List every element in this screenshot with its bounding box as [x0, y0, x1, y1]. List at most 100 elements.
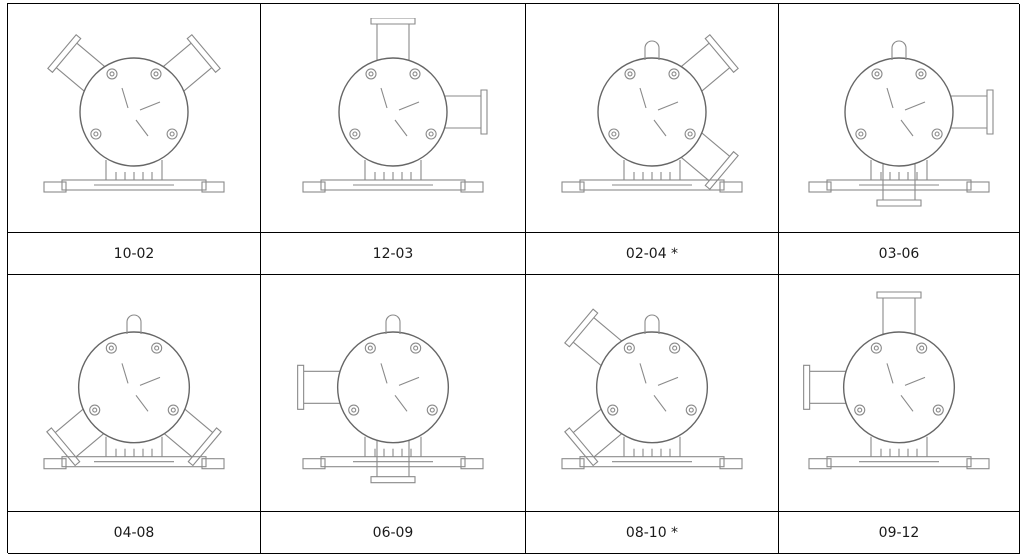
- foot-left: [302, 181, 326, 193]
- bolt: [106, 68, 118, 80]
- bolt: [410, 342, 422, 354]
- variant-label-cell: 04-08: [8, 512, 261, 554]
- variant-label-cell: 03-06: [779, 233, 1020, 275]
- bolt: [870, 342, 882, 354]
- pedestal: [870, 160, 928, 180]
- bolt-center: [919, 345, 925, 351]
- bolt: [166, 128, 178, 140]
- lifting-eye: [385, 313, 401, 334]
- pedestal: [623, 160, 681, 180]
- bolt: [668, 68, 680, 80]
- bolt-center: [169, 131, 175, 137]
- pump-drawing-cell: [261, 4, 526, 233]
- bolt: [854, 403, 866, 416]
- bolt: [684, 128, 696, 140]
- bolt-center: [154, 345, 160, 351]
- pedestal: [364, 160, 422, 180]
- pump-drawing-5: [297, 313, 484, 483]
- bolt: [608, 128, 620, 140]
- base-plate: [826, 455, 972, 467]
- bolt: [871, 68, 883, 80]
- port-flange: [46, 426, 81, 466]
- bolt-center: [367, 345, 373, 351]
- pump-drawing-cell: [261, 275, 526, 512]
- bolt-center: [108, 345, 114, 351]
- foot-left: [43, 181, 67, 193]
- foot-left: [808, 181, 832, 193]
- casing-circle: [336, 330, 450, 443]
- foot-right: [201, 181, 225, 193]
- pump-configuration-table: 10-02 12-03 02-04 * 03-06 04-08 06-09 08…: [7, 3, 1020, 554]
- bolt: [915, 68, 927, 80]
- lifting-eye: [126, 313, 142, 334]
- bolt: [89, 403, 101, 416]
- bolt-center: [672, 345, 678, 351]
- pedestal: [105, 160, 163, 180]
- pedestal: [623, 436, 681, 457]
- variant-label: 02-04 *: [625, 245, 679, 262]
- foot-left: [43, 457, 67, 469]
- casing-circle: [844, 57, 954, 167]
- bolt-center: [412, 71, 418, 77]
- bolt: [409, 68, 421, 80]
- bolt: [932, 403, 944, 416]
- bolt-center: [857, 406, 863, 413]
- bolt-center: [153, 71, 159, 77]
- variant-label-cell: 12-03: [261, 233, 526, 275]
- internal-lines: [886, 87, 926, 137]
- bolt-center: [92, 406, 98, 413]
- bolt: [167, 403, 179, 416]
- bolt: [855, 128, 867, 140]
- foot-right: [966, 457, 990, 469]
- pedestal: [364, 436, 422, 457]
- pedestal: [870, 436, 928, 457]
- variant-label: 08-10 *: [625, 524, 679, 541]
- foot-right: [966, 181, 990, 193]
- pump-drawing-0: [43, 33, 225, 193]
- base-plate: [320, 455, 466, 467]
- pump-drawing-cell: [526, 275, 779, 512]
- casing-circle: [597, 57, 707, 167]
- foot-right: [719, 181, 743, 193]
- bolt-center: [687, 131, 693, 137]
- lifting-eye: [644, 40, 660, 60]
- bolt: [607, 403, 619, 416]
- pump-body: [561, 307, 743, 469]
- casing-circle: [595, 330, 709, 443]
- variant-label: 12-03: [372, 245, 414, 262]
- bolt-center: [688, 406, 694, 413]
- internal-lines: [639, 87, 679, 137]
- bolt: [916, 342, 928, 354]
- variant-label-cell: 06-09: [261, 512, 526, 554]
- variant-label: 09-12: [878, 524, 920, 541]
- variant-label: 10-02: [113, 245, 155, 262]
- foot-right: [460, 181, 484, 193]
- internal-lines: [886, 362, 926, 412]
- foot-left: [302, 457, 326, 469]
- bolt-center: [610, 406, 616, 413]
- internal-lines: [639, 362, 679, 412]
- pump-body: [43, 313, 225, 469]
- foot-left: [561, 181, 585, 193]
- base-plate: [61, 455, 207, 467]
- pump-body: [561, 33, 743, 193]
- variant-label-cell: 08-10 *: [526, 512, 779, 554]
- variant-label: 03-06: [878, 245, 920, 262]
- bolt-center: [873, 345, 879, 351]
- pump-drawing-6: [561, 307, 743, 469]
- bolt: [150, 68, 162, 80]
- foot-right: [460, 457, 484, 469]
- variant-label-cell: 10-02: [8, 233, 261, 275]
- bolt: [624, 68, 636, 80]
- pump-drawing-cell: [779, 4, 1020, 233]
- internal-lines: [380, 362, 420, 412]
- bolt-center: [428, 131, 434, 137]
- casing-circle: [77, 330, 191, 443]
- pump-drawing-2: [561, 33, 743, 193]
- pump-body: [803, 290, 990, 469]
- port-flange: [47, 33, 82, 74]
- pump-body: [43, 33, 225, 193]
- port-flange: [564, 426, 599, 466]
- bolt: [685, 403, 697, 416]
- pump-body: [808, 40, 994, 207]
